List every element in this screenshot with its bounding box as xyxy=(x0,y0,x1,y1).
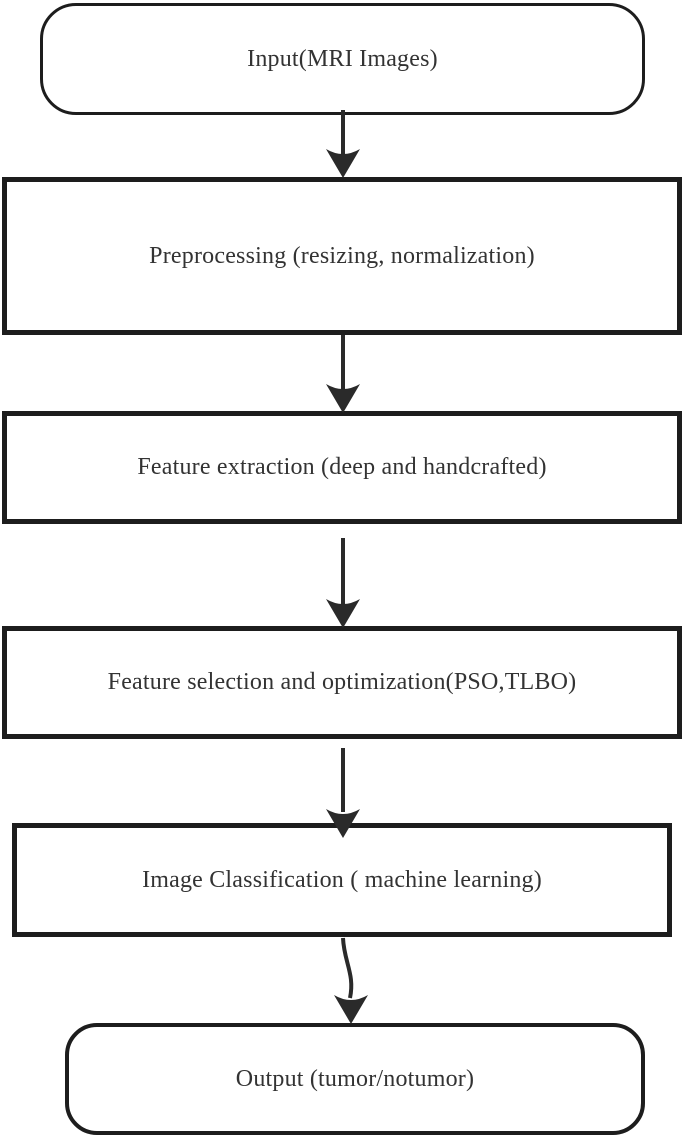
flow-node-input-label: Input(MRI Images) xyxy=(247,45,438,72)
arrow-classification-to-output-icon xyxy=(334,937,368,1024)
flow-node-feature-extraction: Feature extraction (deep and handcrafted… xyxy=(2,411,682,524)
flow-node-feature-selection: Feature selection and optimization(PSO,T… xyxy=(2,626,682,739)
flow-node-feature-extraction-label: Feature extraction (deep and handcrafted… xyxy=(137,454,547,480)
arrow-feature-extraction-to-feature-selection-icon xyxy=(326,538,360,628)
flow-node-feature-selection-label: Feature selection and optimization(PSO,T… xyxy=(107,669,577,695)
flow-node-output: Output (tumor/notumor) xyxy=(65,1023,645,1135)
flow-node-preprocessing: Preprocessing (resizing, normalization) xyxy=(2,177,682,335)
flow-node-preprocessing-label: Preprocessing (resizing, normalization) xyxy=(149,242,535,269)
flow-node-classification-label: Image Classification ( machine learning) xyxy=(142,866,542,893)
arrow-preprocessing-to-feature-extraction-icon xyxy=(326,335,360,413)
arrow-input-to-preprocessing-icon xyxy=(326,110,360,178)
flow-node-classification: Image Classification ( machine learning) xyxy=(12,823,672,937)
arrow-feature-selection-to-classification-icon xyxy=(326,748,360,838)
flow-node-input: Input(MRI Images) xyxy=(40,3,645,115)
flow-node-output-label: Output (tumor/notumor) xyxy=(235,1065,475,1092)
